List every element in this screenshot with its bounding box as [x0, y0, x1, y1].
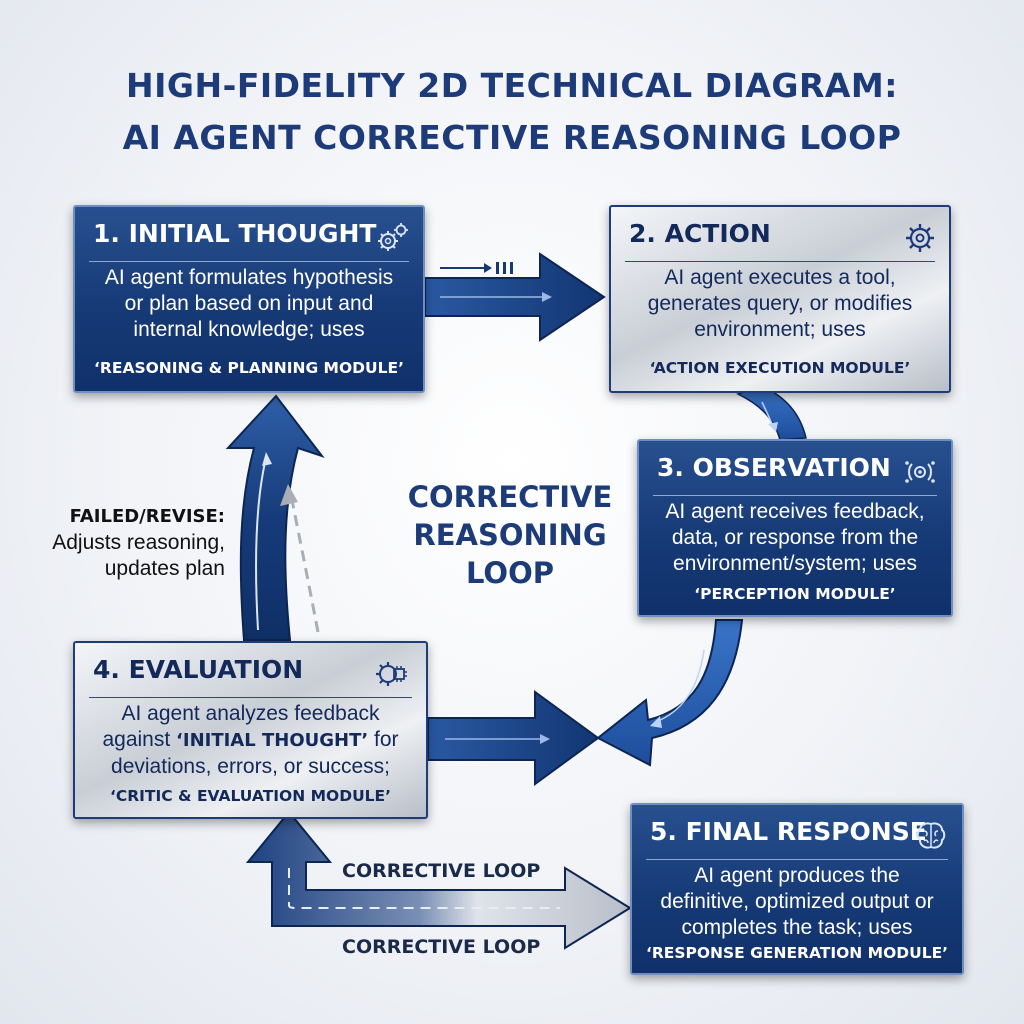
step-1-heading: 1. INITIAL THOUGHT [93, 219, 377, 248]
step-2-heading: 2. ACTION [629, 219, 771, 248]
step-5-description: AI agent produces the definitive, optimi… [642, 863, 952, 941]
step-3-module: ‘PERCEPTION MODULE’ [694, 585, 896, 603]
center-label-line: LOOP [465, 556, 554, 590]
step-observation: 3. OBSERVATION AI agent receives feedbac… [637, 439, 953, 617]
step-5-divider [646, 859, 948, 860]
step-final-response: 5. FINAL RESPONSE AI agent produces the … [630, 803, 964, 975]
step-1-divider [89, 261, 409, 262]
step-5-line: definitive, optimized output or [660, 890, 934, 913]
revise-line: Adjusts reasoning, [52, 531, 225, 554]
arrow-revise-to-thought [225, 394, 325, 641]
step-4-description: AI agent analyzes feedback against ‘INIT… [85, 701, 416, 780]
step-4-line-text: against [102, 728, 177, 751]
corrective-loop-label-upper: CORRECTIVE LOOP [342, 860, 541, 882]
arrow-action-to-observation [736, 385, 807, 441]
revise-line: updates plan [104, 557, 225, 580]
step-2-line: environment; uses [694, 318, 866, 341]
corrective-loop-label-lower: CORRECTIVE LOOP [342, 936, 541, 958]
step-4-line: AI agent analyzes feedback [121, 702, 380, 725]
step-4-heading: 4. EVALUATION [93, 655, 304, 684]
title-line-2: AI AGENT CORRECTIVE REASONING LOOP [122, 118, 902, 157]
step-3-heading: 3. OBSERVATION [657, 453, 891, 482]
step-2-line: generates query, or modifies [647, 292, 913, 315]
step-action: 2. ACTION AI agent executes a tool, gene… [609, 205, 951, 393]
step-4-divider [89, 697, 412, 698]
revise-heading: FAILED/REVISE: [69, 506, 225, 527]
step-3-line: AI agent receives feedback, [665, 500, 925, 523]
step-2-line: AI agent executes a tool, [664, 266, 896, 289]
center-label-line: REASONING [413, 518, 607, 552]
step-2-module: ‘ACTION EXECUTION MODULE’ [649, 359, 911, 377]
brain-icon [916, 822, 946, 849]
step-3-divider [653, 495, 937, 496]
step-4-module: ‘CRITIC & EVALUATION MODULE’ [109, 787, 392, 805]
arrow-observation-to-merge [596, 619, 744, 767]
step-2-divider [625, 261, 935, 262]
center-loop-label: CORRECTIVE REASONING LOOP [405, 478, 615, 592]
step-4-reference: ‘INITIAL THOUGHT’ [176, 730, 369, 751]
step-initial-thought: 1. INITIAL THOUGHT AI agent formulates h… [73, 205, 425, 393]
arrow-evaluation-forward [427, 690, 600, 786]
diagram-title: HIGH-FIDELITY 2D TECHNICAL DIAGRAM: AI A… [0, 60, 1024, 164]
step-3-description: AI agent receives feedback, data, or res… [649, 499, 941, 577]
step-1-line: AI agent formulates hypothesis [104, 266, 394, 289]
center-label-line: CORRECTIVE [407, 480, 613, 514]
step-5-heading: 5. FINAL RESPONSE [650, 817, 927, 846]
revise-note: FAILED/REVISE: Adjusts reasoning, update… [10, 503, 225, 582]
step-2-description: AI agent executes a tool, generates quer… [621, 265, 939, 343]
step-5-module: ‘RESPONSE GENERATION MODULE’ [645, 944, 949, 962]
step-3-line: data, or response from the [671, 526, 919, 549]
step-1-line: or plan based on input and [124, 292, 374, 315]
step-5-line: AI agent produces the [694, 864, 900, 887]
gears-icon [378, 223, 408, 251]
step-4-line-text: for [368, 728, 399, 751]
title-line-1: HIGH-FIDELITY 2D TECHNICAL DIAGRAM: [126, 66, 898, 105]
step-1-module: ‘REASONING & PLANNING MODULE’ [94, 359, 404, 377]
gear-icon [906, 224, 934, 252]
arrow-thought-to-action [424, 252, 606, 342]
step-1-description: AI agent formulates hypothesis or plan b… [85, 265, 413, 343]
step-5-line: completes the task; uses [681, 916, 913, 939]
step-evaluation: 4. EVALUATION AI agent analyzes feedback… [73, 641, 428, 819]
gear-chip-icon [376, 662, 407, 686]
gears-icon [443, 221, 477, 255]
step-1-line: internal knowledge; uses [133, 318, 365, 341]
step-3-line: environment/system; uses [673, 552, 917, 575]
sensor-icon [905, 461, 935, 483]
step-4-line: deviations, errors, or success; [111, 755, 390, 778]
step-4-line: against ‘INITIAL THOUGHT’ for [85, 727, 416, 754]
